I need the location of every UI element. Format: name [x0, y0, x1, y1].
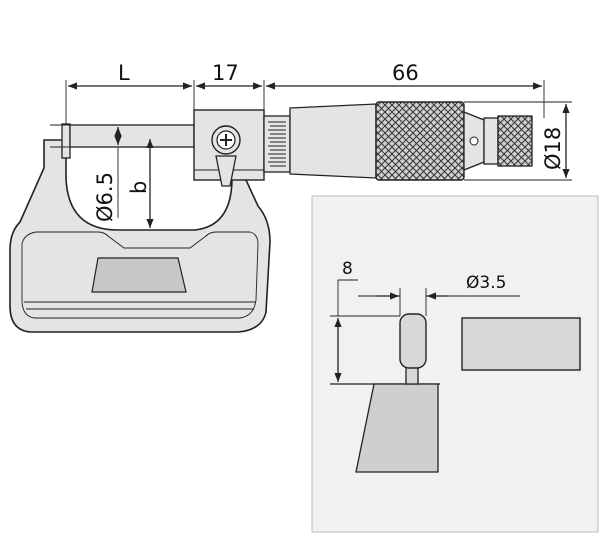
cross-icon	[220, 134, 232, 146]
frame-grip-outline	[21, 231, 259, 319]
dim-label-b: b	[127, 181, 151, 194]
spindle	[69, 124, 195, 148]
dim-label-66: 66	[392, 61, 419, 85]
lock-lever	[215, 155, 237, 187]
dim-label-L: L	[118, 61, 130, 85]
knurled-thimble	[375, 101, 465, 181]
ratchet-screw	[469, 136, 479, 146]
dim-label-d3-5: Ø3.5	[466, 273, 506, 293]
tip-stem	[405, 365, 419, 385]
dim-label-d6-5: Ø6.5	[93, 172, 117, 222]
micrometer-side-view	[9, 101, 533, 333]
frame-label-plate	[91, 257, 187, 293]
dim-label-8: 8	[342, 259, 353, 279]
ratchet-knurl	[497, 115, 533, 167]
dim-label-d18: Ø18	[541, 127, 565, 170]
frame-body	[9, 139, 271, 333]
main-dimensions: L 17 66 Ø6.5 b Ø18	[50, 61, 572, 228]
anvil	[61, 123, 71, 159]
sleeve-graduations	[268, 121, 286, 167]
sleeve	[263, 115, 291, 173]
tip-detail-inset: 8 Ø3.5	[311, 195, 599, 533]
thimble	[289, 103, 377, 179]
spindle-block	[461, 317, 581, 371]
ratchet-collar	[483, 117, 499, 165]
dim-label-17: 17	[212, 61, 239, 85]
tip-head	[399, 313, 427, 369]
